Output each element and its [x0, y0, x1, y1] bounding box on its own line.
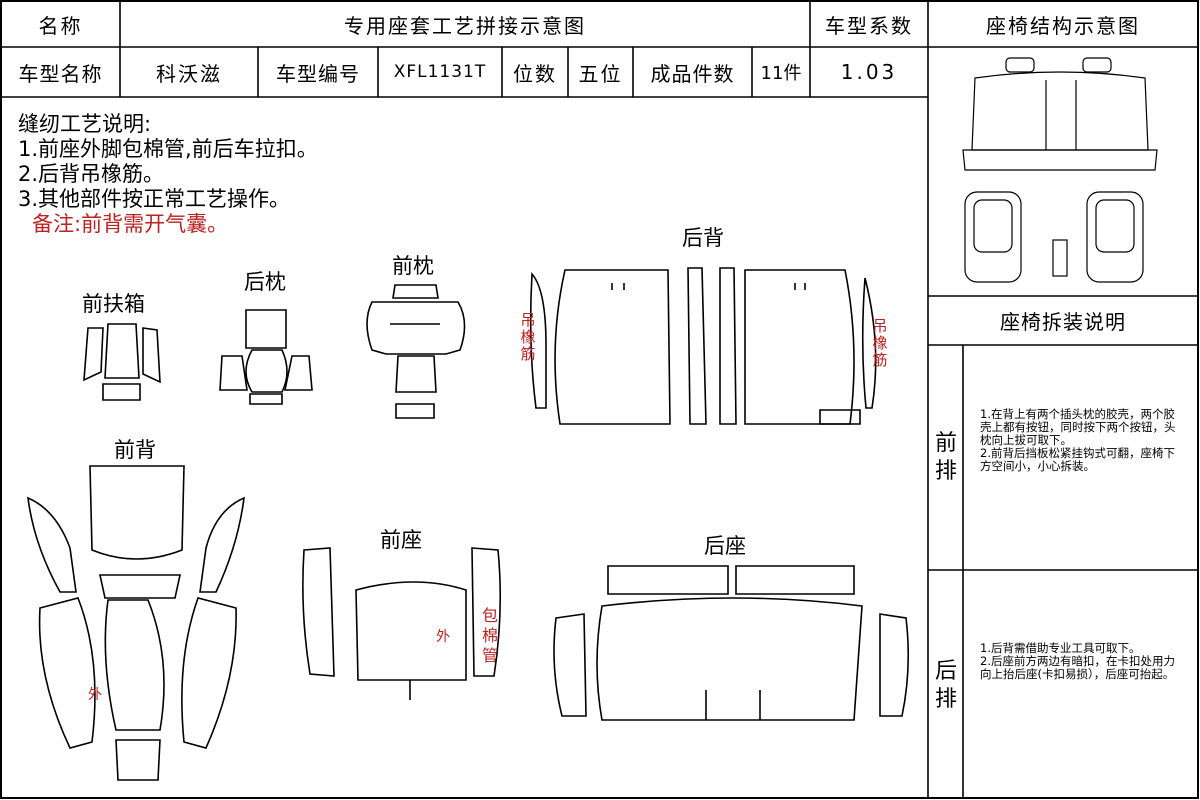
seats-value: 五位 — [578, 61, 623, 86]
front-row-instructions: 1.在背上有两个插头枕的胶壳，两个胶壳上都有按钮，同时按下两个按钮，头枕向上拔可… — [980, 408, 1186, 473]
annotation-wrap-pipe: 包棉管 — [482, 606, 499, 665]
model-name: 科沃滋 — [156, 61, 222, 86]
rear-seat-pieces — [553, 565, 910, 721]
rear-row-label: 后排 — [934, 659, 957, 712]
rear-step: 1.后背需借助专业工具可取下。 — [980, 641, 1141, 655]
diagram-title: 专用座套工艺拼接示意图 — [344, 13, 586, 38]
label-front-seat: 前座 — [380, 528, 422, 552]
label-front-headrest: 前枕 — [392, 254, 434, 278]
front-headrest-pieces — [366, 284, 466, 419]
front-back-pieces — [27, 465, 245, 781]
front-armrest-pieces — [83, 323, 161, 401]
rear-row-instructions: 1.后背需借助专业工具可取下。 2.后座前方两边有暗扣，在卡扣处用力向上抬后座(… — [980, 642, 1186, 681]
label-rear-seat: 后座 — [704, 534, 746, 558]
front-step: 1.在背上有两个插头枕的胶壳，两个胶壳上都有按钮，同时按下两个按钮，头枕向上拔可… — [980, 407, 1176, 447]
model-code-label: 车型编号 — [276, 61, 360, 86]
annotation-hang-elastic-right: 吊橡筋 — [872, 317, 888, 369]
label-rear-headrest: 后枕 — [244, 270, 286, 294]
front-seat-pieces — [302, 547, 502, 700]
sewing-note-line: 2.后背吊橡筋。 — [18, 162, 165, 186]
sewing-note-line: 1.前座外脚包棉管,前后车拉扣。 — [18, 137, 318, 161]
annotation-hang-elastic-left: 吊橡筋 — [520, 311, 536, 363]
sewing-notes-title: 缝纫工艺说明: — [18, 112, 152, 136]
sewing-notes: 缝纫工艺说明: 1.前座外脚包棉管,前后车拉扣。 2.后背吊橡筋。 3.其他部件… — [18, 112, 318, 237]
label-front-armrest: 前扶箱 — [82, 292, 145, 316]
front-step: 2.前背后挡板松紧挂钩式可翻，座椅下方空间小，小心拆装。 — [980, 446, 1175, 473]
rear-back-pieces — [529, 267, 877, 425]
seat-structure-sketch — [962, 57, 1158, 283]
pieces-label: 成品件数 — [650, 61, 735, 86]
front-row-label: 前排 — [934, 431, 957, 484]
label-front-back: 前背 — [114, 438, 156, 462]
disassembly-title: 座椅拆装说明 — [1000, 310, 1126, 334]
annotation-outer-front-seat: 外 — [436, 629, 450, 645]
name-label: 名称 — [38, 13, 83, 38]
coef-value: 1.03 — [840, 60, 898, 84]
pieces-value: 11件 — [760, 63, 802, 84]
model-code: XFL1131T — [393, 62, 487, 82]
sewing-remark: 备注:前背需开气囊。 — [32, 212, 229, 236]
coef-label: 车型系数 — [825, 13, 913, 38]
seats-label: 位数 — [513, 61, 557, 86]
structure-title: 座椅结构示意图 — [986, 13, 1140, 38]
model-name-label: 车型名称 — [18, 61, 103, 86]
rear-step: 2.后座前方两边有暗扣，在卡扣处用力向上抬后座(卡扣易损），后座可抬起。 — [980, 654, 1175, 681]
label-rear-back: 后背 — [682, 226, 724, 250]
sewing-note-line: 3.其他部件按正常工艺操作。 — [18, 187, 291, 211]
rear-headrest-pieces — [219, 309, 313, 405]
annotation-outer-front-back: 外 — [88, 687, 102, 703]
